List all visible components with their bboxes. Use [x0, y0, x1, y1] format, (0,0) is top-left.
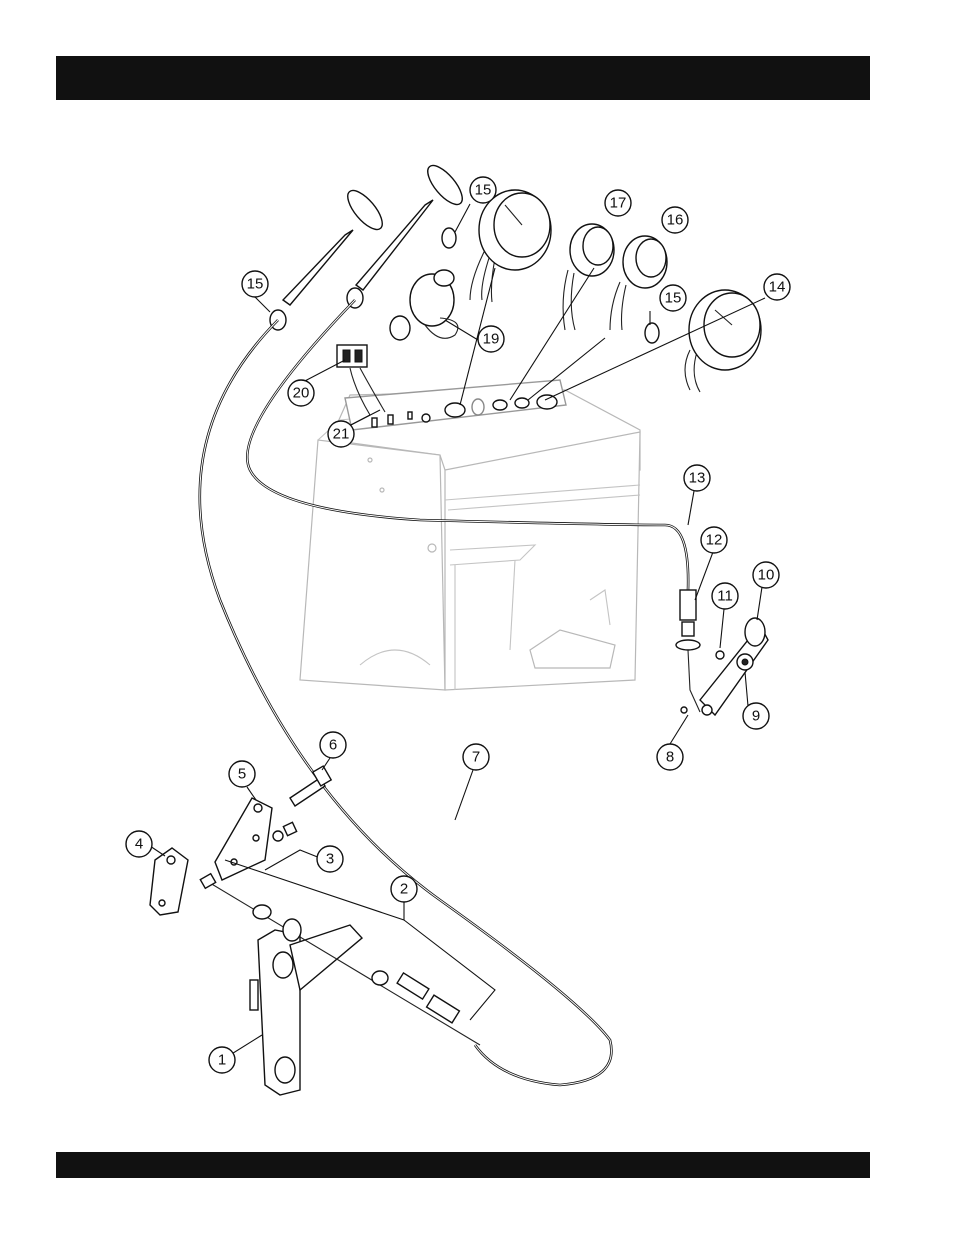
bolt-6 [290, 766, 331, 806]
svg-text:16: 16 [667, 212, 684, 229]
callout-13: 13 [684, 465, 710, 491]
callout-9: 9 [743, 703, 769, 729]
svg-text:17: 17 [610, 195, 627, 212]
gauge-large-left [470, 190, 551, 302]
callout-15-left: 15 [242, 271, 268, 297]
svg-text:6: 6 [329, 737, 337, 754]
svg-text:20: 20 [293, 385, 310, 402]
ignition-switch [390, 270, 458, 340]
svg-text:14: 14 [769, 279, 786, 296]
svg-text:15: 15 [247, 276, 264, 293]
callout-15-right: 15 [660, 285, 686, 311]
svg-text:2: 2 [400, 881, 408, 898]
svg-text:11: 11 [717, 588, 733, 605]
callout-17: 17 [605, 190, 631, 216]
svg-text:12: 12 [706, 532, 723, 549]
callout-4: 4 [126, 831, 152, 857]
callout-5: 5 [229, 761, 255, 787]
callout-7: 7 [463, 744, 489, 770]
screw-3 [273, 822, 297, 841]
svg-text:21: 21 [333, 426, 350, 443]
svg-text:8: 8 [666, 749, 674, 766]
callout-20: 20 [288, 380, 314, 406]
gauge-small-16 [610, 236, 667, 330]
callout-14: 14 [764, 274, 790, 300]
callout-2: 2 [391, 876, 417, 902]
grommet-icon [645, 323, 659, 343]
svg-text:13: 13 [689, 470, 706, 487]
callout-6: 6 [320, 732, 346, 758]
callout-8: 8 [657, 744, 683, 770]
svg-text:15: 15 [475, 182, 492, 199]
plate-5 [215, 798, 272, 880]
callout-3: 3 [317, 846, 343, 872]
svg-text:7: 7 [472, 749, 480, 766]
throttle-handle-left [283, 185, 388, 305]
callout-15-top: 15 [470, 177, 496, 203]
callout-19: 19 [478, 326, 504, 352]
bracket-1 [250, 925, 362, 1095]
svg-text:15: 15 [665, 290, 682, 307]
callout-1: 1 [209, 1047, 235, 1073]
callout-12: 12 [701, 527, 727, 553]
svg-text:10: 10 [758, 567, 775, 584]
callout-10: 10 [753, 562, 779, 588]
grommet-icon [442, 228, 456, 248]
callout-21: 21 [328, 421, 354, 447]
svg-text:19: 19 [483, 331, 500, 348]
callout-16: 16 [662, 207, 688, 233]
spacer-4 [150, 848, 188, 915]
svg-text:4: 4 [135, 836, 143, 853]
svg-text:3: 3 [326, 851, 334, 868]
svg-text:1: 1 [218, 1052, 226, 1069]
callout-11: 11 [712, 583, 738, 609]
svg-text:5: 5 [238, 766, 246, 783]
svg-text:9: 9 [752, 708, 760, 725]
